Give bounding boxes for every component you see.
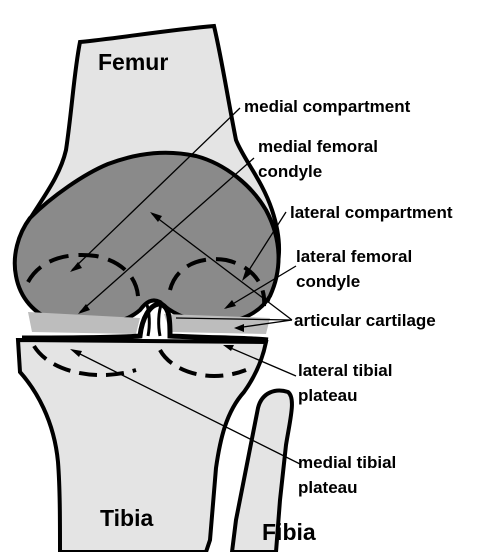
label-medial-compartment: medial compartment: [244, 97, 411, 116]
label-lateral-femoral-condyle-line1: lateral femoral: [296, 247, 412, 266]
label-lateral-femoral-condyle-line2: condyle: [296, 272, 360, 291]
label-medial-tibial-plateau-line1: medial tibial: [298, 453, 396, 472]
label-medial-tibial-plateau-line2: plateau: [298, 478, 358, 497]
label-lateral-compartment: lateral compartment: [290, 203, 453, 222]
label-medial-femoral-condyle-line1: medial femoral: [258, 137, 378, 156]
cartilage-right: [164, 314, 270, 334]
tibia-label: Tibia: [100, 505, 153, 531]
label-lateral-tibial-plateau-line1: lateral tibial: [298, 361, 392, 380]
label-lateral-tibial-plateau-line2: plateau: [298, 386, 358, 405]
fibia-label: Fibia: [262, 519, 316, 545]
femur-label: Femur: [98, 49, 168, 75]
label-articular-cartilage: articular cartilage: [294, 311, 436, 330]
label-medial-femoral-condyle-line2: condyle: [258, 162, 322, 181]
